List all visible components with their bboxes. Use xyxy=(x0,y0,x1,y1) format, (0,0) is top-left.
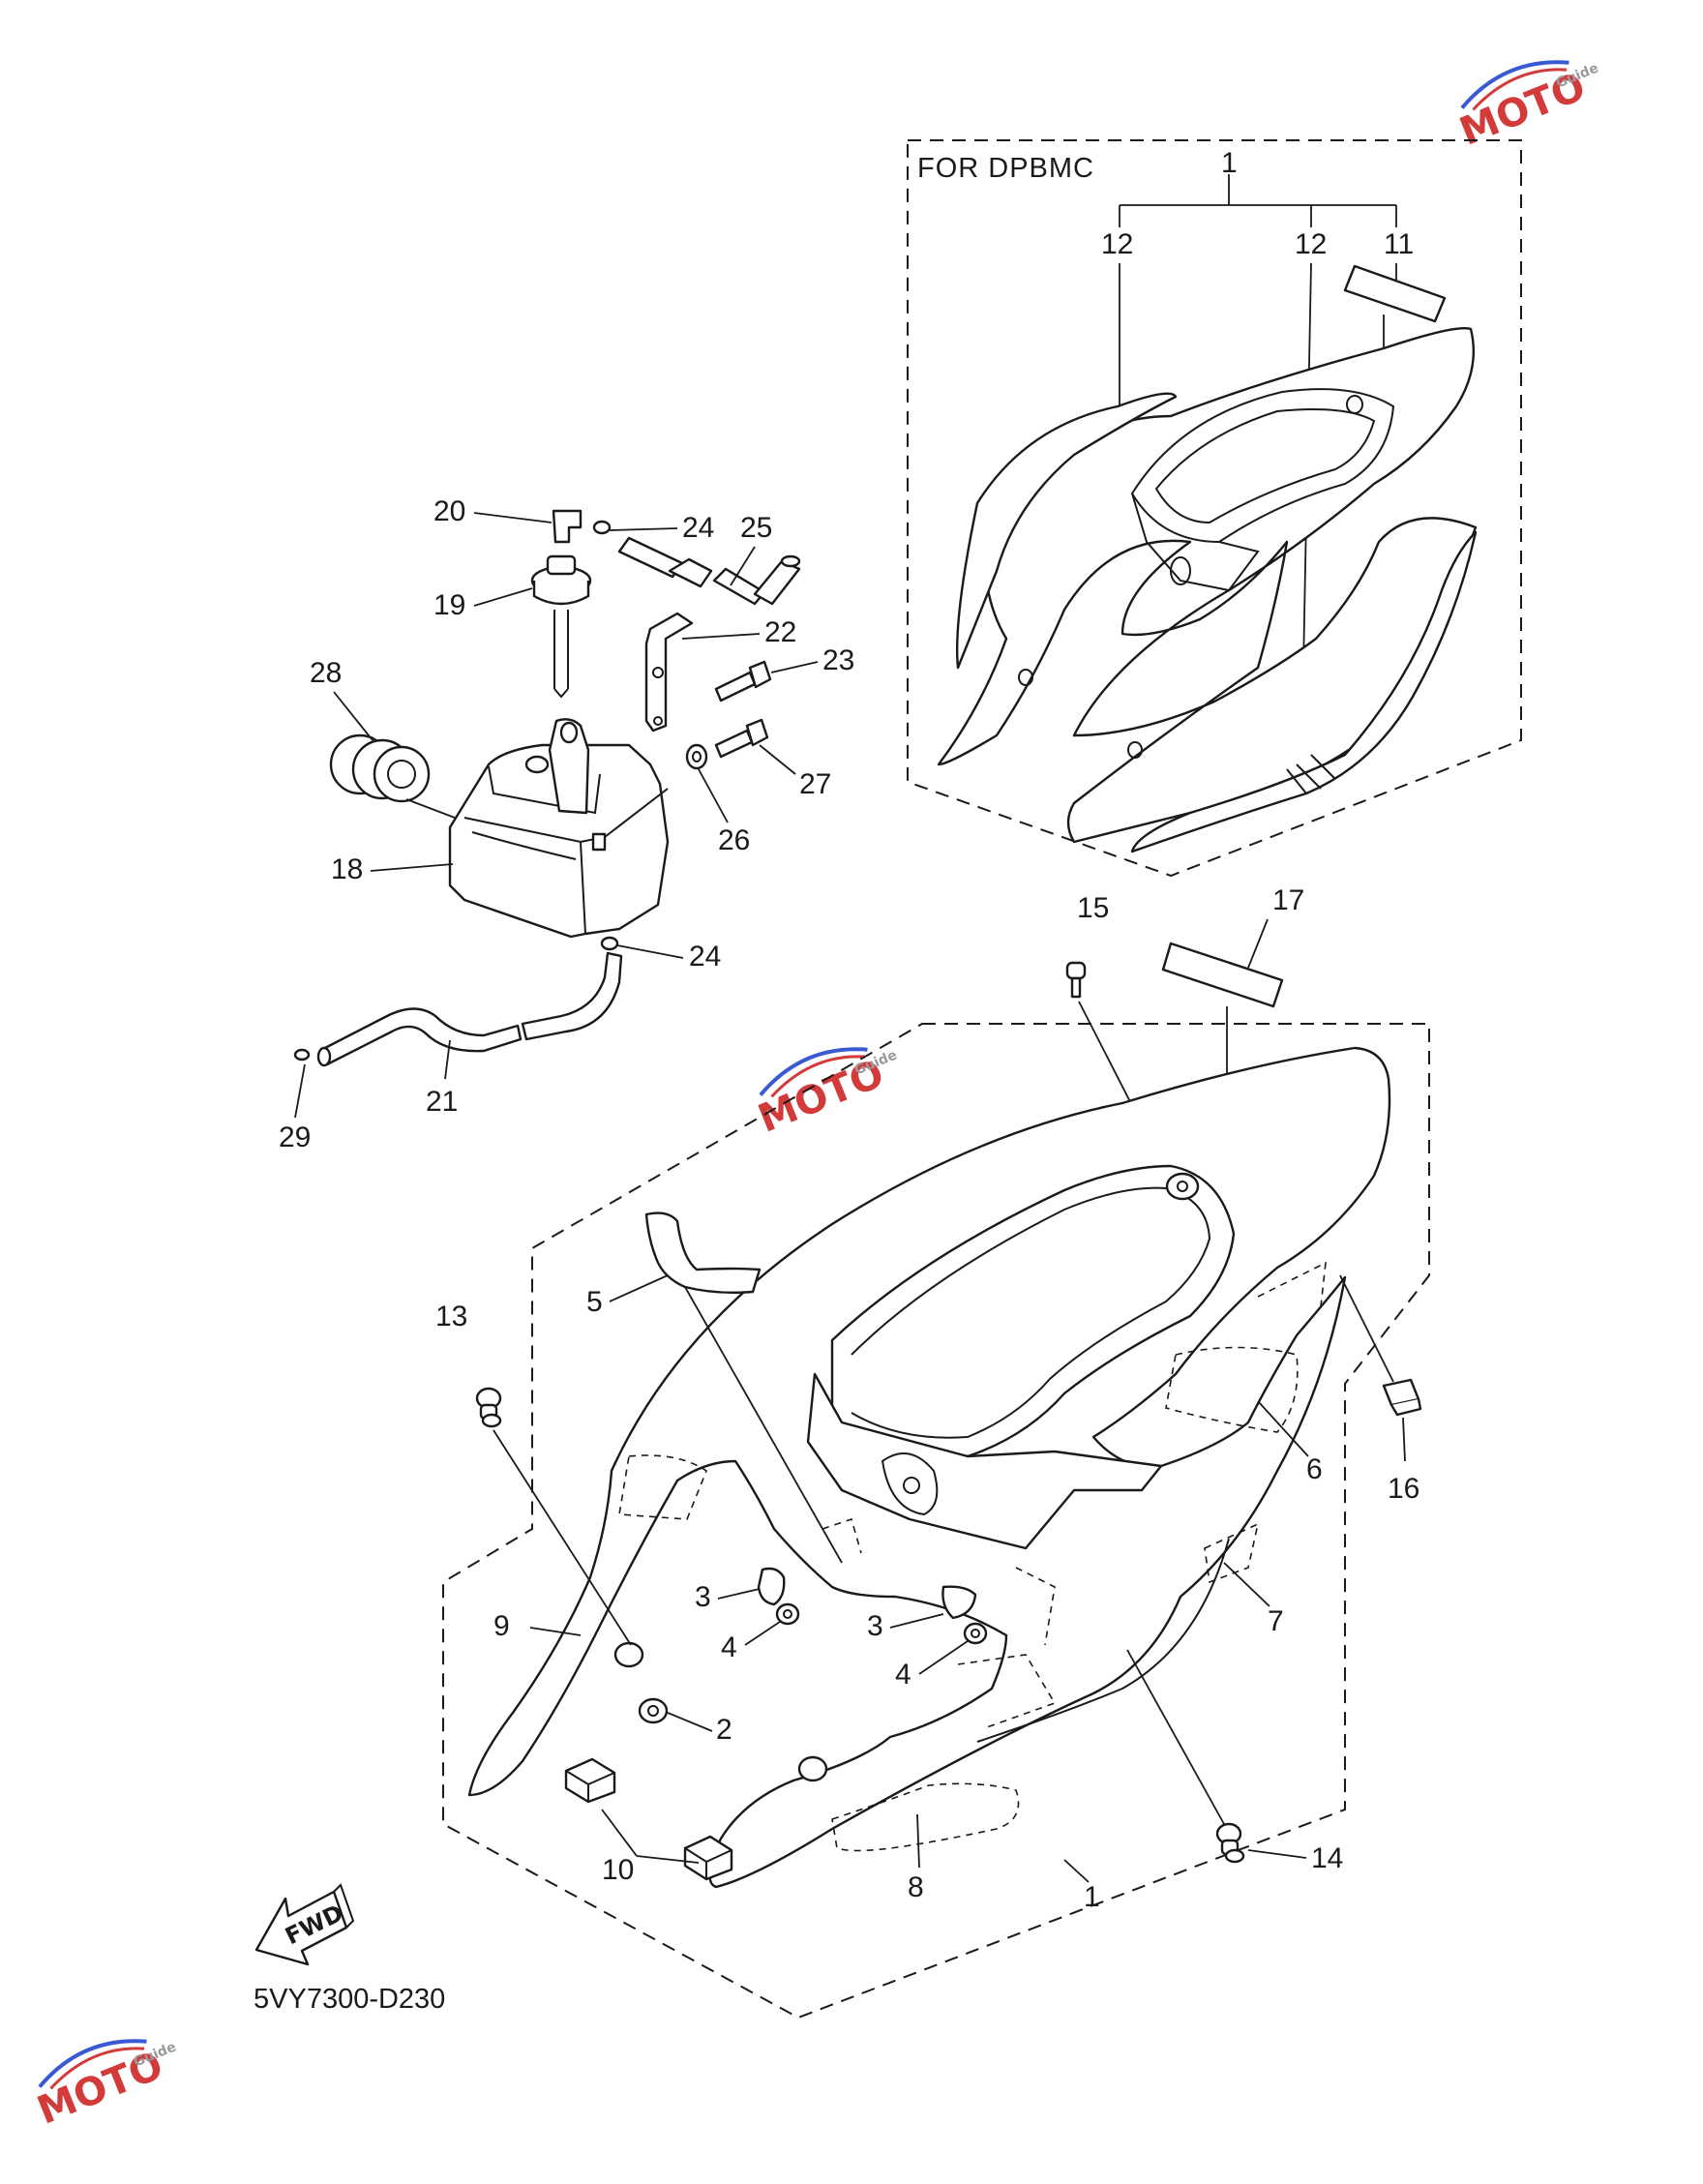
seat-cowl-main xyxy=(467,1046,1391,1889)
callout-18: 18 xyxy=(331,853,363,885)
callout-3-right: 3 xyxy=(867,1610,883,1642)
rivet-13 xyxy=(475,1387,502,1428)
seal-5 xyxy=(644,1212,762,1294)
callout-27: 27 xyxy=(799,768,831,800)
callout-10: 10 xyxy=(602,1854,634,1886)
decal-11 xyxy=(1343,264,1447,323)
oil-tank-assembly xyxy=(293,509,801,1067)
callout-21: 21 xyxy=(426,1086,458,1118)
variant-bracket xyxy=(1119,174,1397,227)
callout-4-right: 4 xyxy=(895,1659,911,1690)
clip-3-right xyxy=(941,1585,977,1620)
seat-cowl-variant xyxy=(937,327,1478,853)
callout-17: 17 xyxy=(1272,884,1304,916)
nut-16 xyxy=(1382,1378,1422,1417)
decal-17 xyxy=(1161,942,1284,1008)
damper-10-left xyxy=(564,1757,616,1804)
callout-23: 23 xyxy=(822,644,854,676)
callout-22: 22 xyxy=(764,616,796,648)
callout-12-left: 12 xyxy=(1101,228,1133,260)
callout-26: 26 xyxy=(718,824,750,856)
clip-3-left xyxy=(757,1567,786,1606)
callout-2: 2 xyxy=(716,1714,732,1746)
variant-label: FOR DPBMC xyxy=(917,153,1094,184)
callout-28: 28 xyxy=(310,657,342,689)
callout-24-bottom: 24 xyxy=(689,941,721,972)
callout-5: 5 xyxy=(586,1286,603,1318)
watermark-logo-top: MOTO Guide xyxy=(1453,60,1600,155)
figure-code: 5VY7300-D230 xyxy=(254,1984,445,2015)
callout-13: 13 xyxy=(435,1301,467,1332)
callout-14: 14 xyxy=(1311,1842,1343,1874)
callout-20: 20 xyxy=(433,495,465,527)
watermark-logo-bottom: MOTO Guide xyxy=(31,2039,178,2134)
callout-1-top: 1 xyxy=(1221,147,1238,179)
callout-1-bottom: 1 xyxy=(1084,1881,1100,1913)
washer-2 xyxy=(638,1697,669,1724)
callout-3-left: 3 xyxy=(695,1581,711,1613)
callout-16: 16 xyxy=(1388,1473,1419,1505)
callout-15: 15 xyxy=(1077,892,1109,924)
callout-29: 29 xyxy=(279,1122,311,1153)
callout-19: 19 xyxy=(433,589,465,621)
callout-7: 7 xyxy=(1268,1605,1284,1637)
damper-10-right xyxy=(683,1835,733,1881)
callout-11: 11 xyxy=(1384,228,1414,260)
callout-12-right: 12 xyxy=(1295,228,1327,260)
callout-8: 8 xyxy=(908,1871,924,1903)
callout-24-top: 24 xyxy=(682,512,714,544)
callout-6: 6 xyxy=(1306,1453,1323,1485)
rivet-14 xyxy=(1215,1822,1245,1864)
nut-4-left xyxy=(775,1602,800,1626)
callout-25: 25 xyxy=(740,512,772,544)
callout-4-left: 4 xyxy=(721,1631,737,1663)
watermark-logo-middle: MOTO Guide xyxy=(752,1047,899,1142)
fwd-arrow: FWD xyxy=(254,1883,355,1966)
screw-15 xyxy=(1065,961,1087,999)
main-box-outline xyxy=(442,1023,1430,2019)
nut-4-right xyxy=(963,1622,988,1645)
callout-9: 9 xyxy=(493,1610,510,1642)
